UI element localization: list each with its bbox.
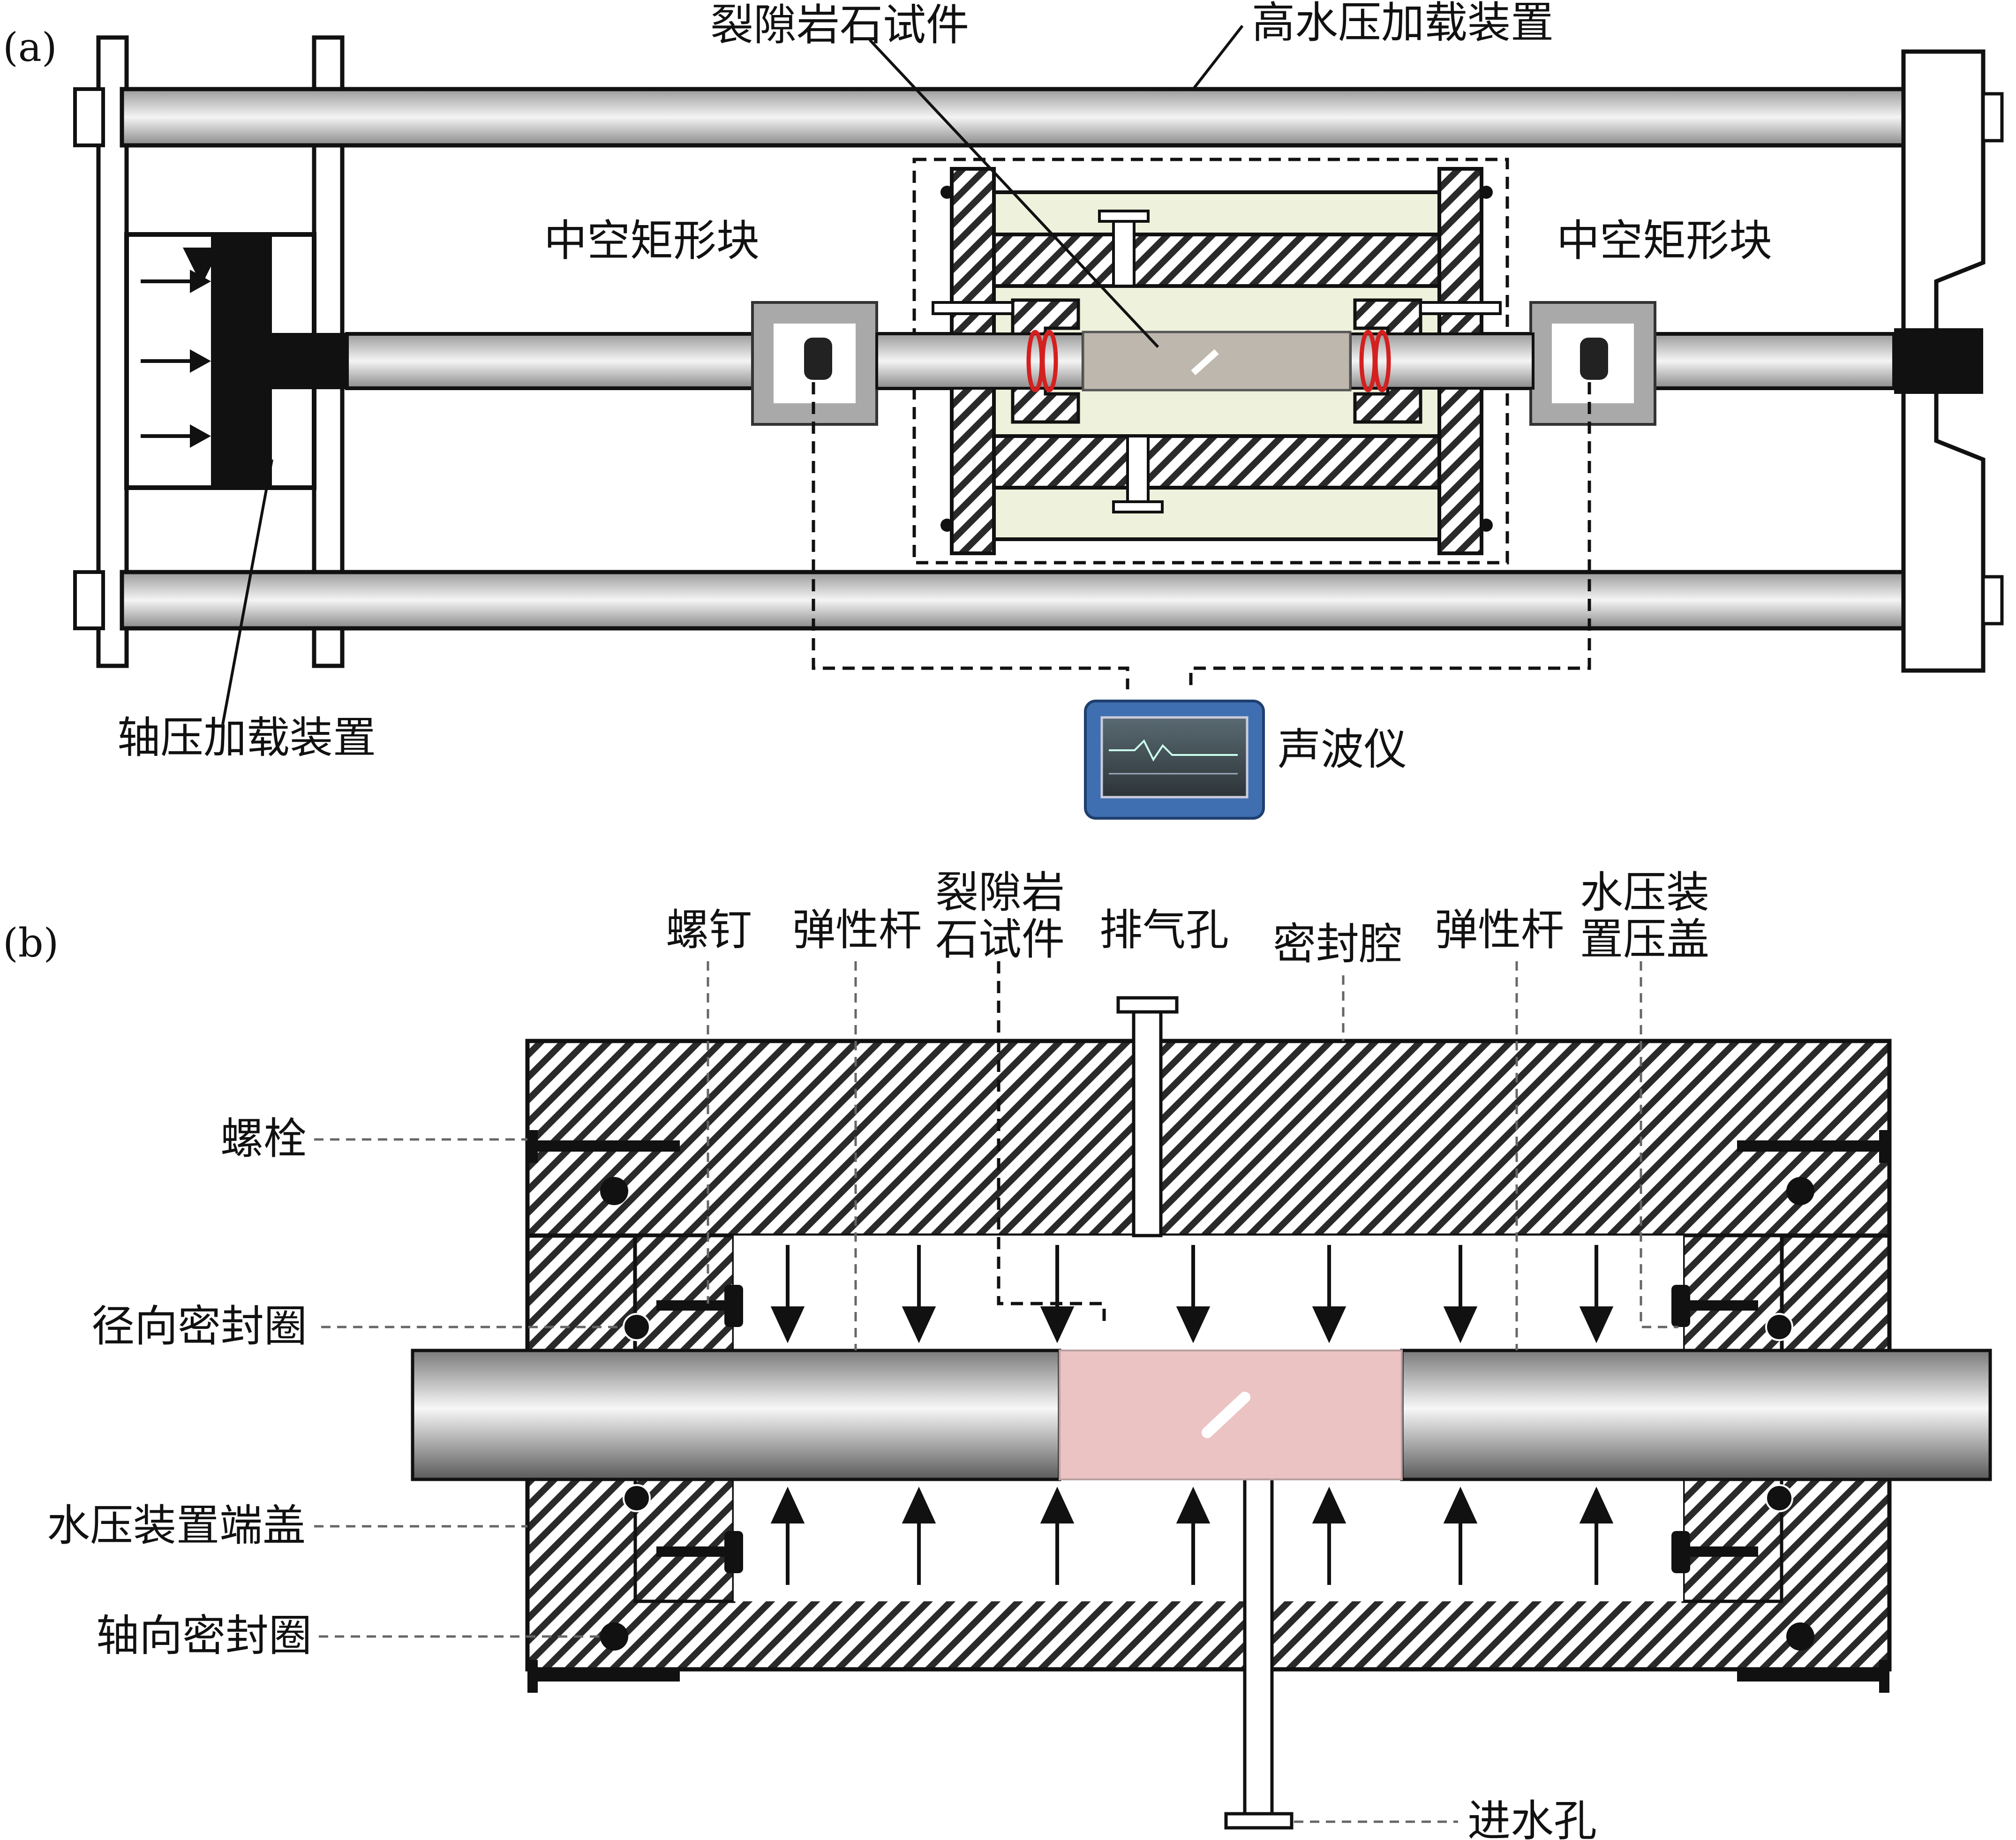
inlet-hole-cap [1224, 1812, 1294, 1830]
right-bar-clamp [1894, 328, 1983, 394]
nut-top-left [73, 87, 105, 147]
top-wall [992, 233, 1441, 288]
nut-bottom-left [73, 570, 105, 630]
o-ring-left-2 [1040, 330, 1058, 392]
vent-hole-cap [1116, 996, 1179, 1014]
label-seal-cavity: 密封腔 [1273, 919, 1402, 969]
leader-specimen [868, 38, 1159, 348]
vent-hole-channel [1132, 1006, 1163, 1237]
radial-seal-bottom-right [1765, 1484, 1793, 1512]
panel-b: (b) [3, 867, 1992, 1840]
nut-top-right [1981, 92, 2004, 143]
tie-rod-top [120, 87, 1911, 148]
inlet-fitting-a [1126, 435, 1150, 513]
signal-line-right [1189, 382, 1591, 689]
rock-specimen-a [1082, 331, 1352, 392]
label-hollow-block-left: 中空矩形块 [544, 216, 760, 266]
label-end-cap: 水压装置端盖 [47, 1501, 306, 1551]
label-specimen: 裂隙岩石试件 [710, 0, 969, 50]
elastic-bar-left [411, 1349, 1061, 1481]
pressure-arrows-down [770, 1245, 1614, 1343]
screws [656, 1285, 1758, 1573]
radial-seal-top-left [623, 1313, 651, 1341]
nut-bottom-right [1981, 575, 2004, 626]
leader-water-device [1192, 25, 1244, 90]
label-radial-seal: 径向密封圈 [91, 1301, 307, 1351]
label-inlet-hole: 进水孔 [1467, 1796, 1597, 1840]
panel-a: (a) [3, 0, 2004, 820]
label-cap-line2: 置压盖 [1580, 914, 1709, 965]
axial-seal-bottom-left [600, 1622, 628, 1651]
bottom-wall [992, 434, 1441, 490]
fracture-b [1202, 1392, 1250, 1438]
radial-seal-bottom-left [623, 1484, 651, 1512]
fracture-a [1191, 349, 1219, 376]
label-specimen-line2: 石试件 [935, 914, 1065, 965]
seal-cavity-top [734, 1236, 1683, 1350]
o-ring-right-2 [1373, 330, 1391, 392]
sensor-left [804, 338, 832, 380]
leader-cap [1640, 961, 1678, 1328]
leader-specimen-b [997, 961, 1106, 1322]
instrument-screen [1100, 716, 1249, 799]
axial-seal-top-left [600, 1177, 628, 1205]
label-bolt: 螺栓 [220, 1114, 307, 1164]
elastic-bar-right [1400, 1349, 1992, 1481]
label-elastic-rod-left: 弹性杆 [792, 905, 922, 955]
piston-rod-stub [272, 333, 347, 389]
signal-line-left [812, 382, 1129, 689]
panel-a-tag: (a) [3, 24, 57, 70]
label-specimen-line1: 裂隙岩 [935, 867, 1065, 918]
label-water-device: 高水压加载装置 [1252, 0, 1554, 48]
top-body [525, 1039, 1892, 1238]
inlet-hole-channel [1243, 1475, 1274, 1826]
bolts [527, 1130, 1889, 1693]
sensor-right [1580, 338, 1608, 380]
label-axial-seal: 轴向密封圈 [96, 1611, 312, 1661]
label-elastic-rod-right: 弹性杆 [1435, 905, 1564, 955]
pressure-arrows-up [770, 1486, 1614, 1585]
vent-fitting-a [1112, 210, 1136, 287]
radial-seal-top-right [1765, 1313, 1793, 1341]
axial-piston [211, 234, 272, 488]
label-vent-hole: 排气孔 [1099, 905, 1229, 955]
seal-cavity-bottom [734, 1479, 1683, 1601]
panel-b-tag: (b) [3, 920, 59, 966]
label-axial-device: 轴压加载装置 [117, 713, 376, 763]
axial-seal-bottom-right [1786, 1622, 1814, 1651]
label-screw: 螺钉 [666, 905, 752, 955]
leader-axial-device [221, 459, 273, 725]
label-hollow-block-right: 中空矩形块 [1557, 216, 1772, 266]
label-sonic-instrument: 声波仪 [1278, 724, 1407, 775]
axial-seal-top-right [1786, 1177, 1814, 1205]
label-cap-line1: 水压装 [1580, 867, 1709, 918]
tie-rod-bottom [120, 570, 1911, 631]
